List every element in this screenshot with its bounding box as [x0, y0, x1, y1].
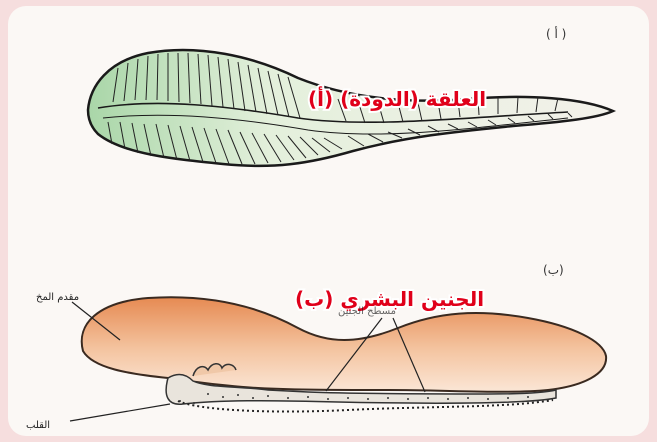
- forebrain-label: مقدم المخ: [36, 292, 79, 303]
- panel-a-title: (أ) العلقة (الدودة): [308, 85, 486, 111]
- heart-label: القلب: [26, 420, 50, 431]
- somites-label: مسطح الجنين: [338, 306, 396, 317]
- figure-panel: ( أ ): [8, 6, 649, 436]
- panel-b-marker: (ب): [543, 263, 564, 277]
- panel-a-marker: ( أ ): [546, 26, 566, 41]
- figure-svg: ( أ ): [8, 6, 649, 436]
